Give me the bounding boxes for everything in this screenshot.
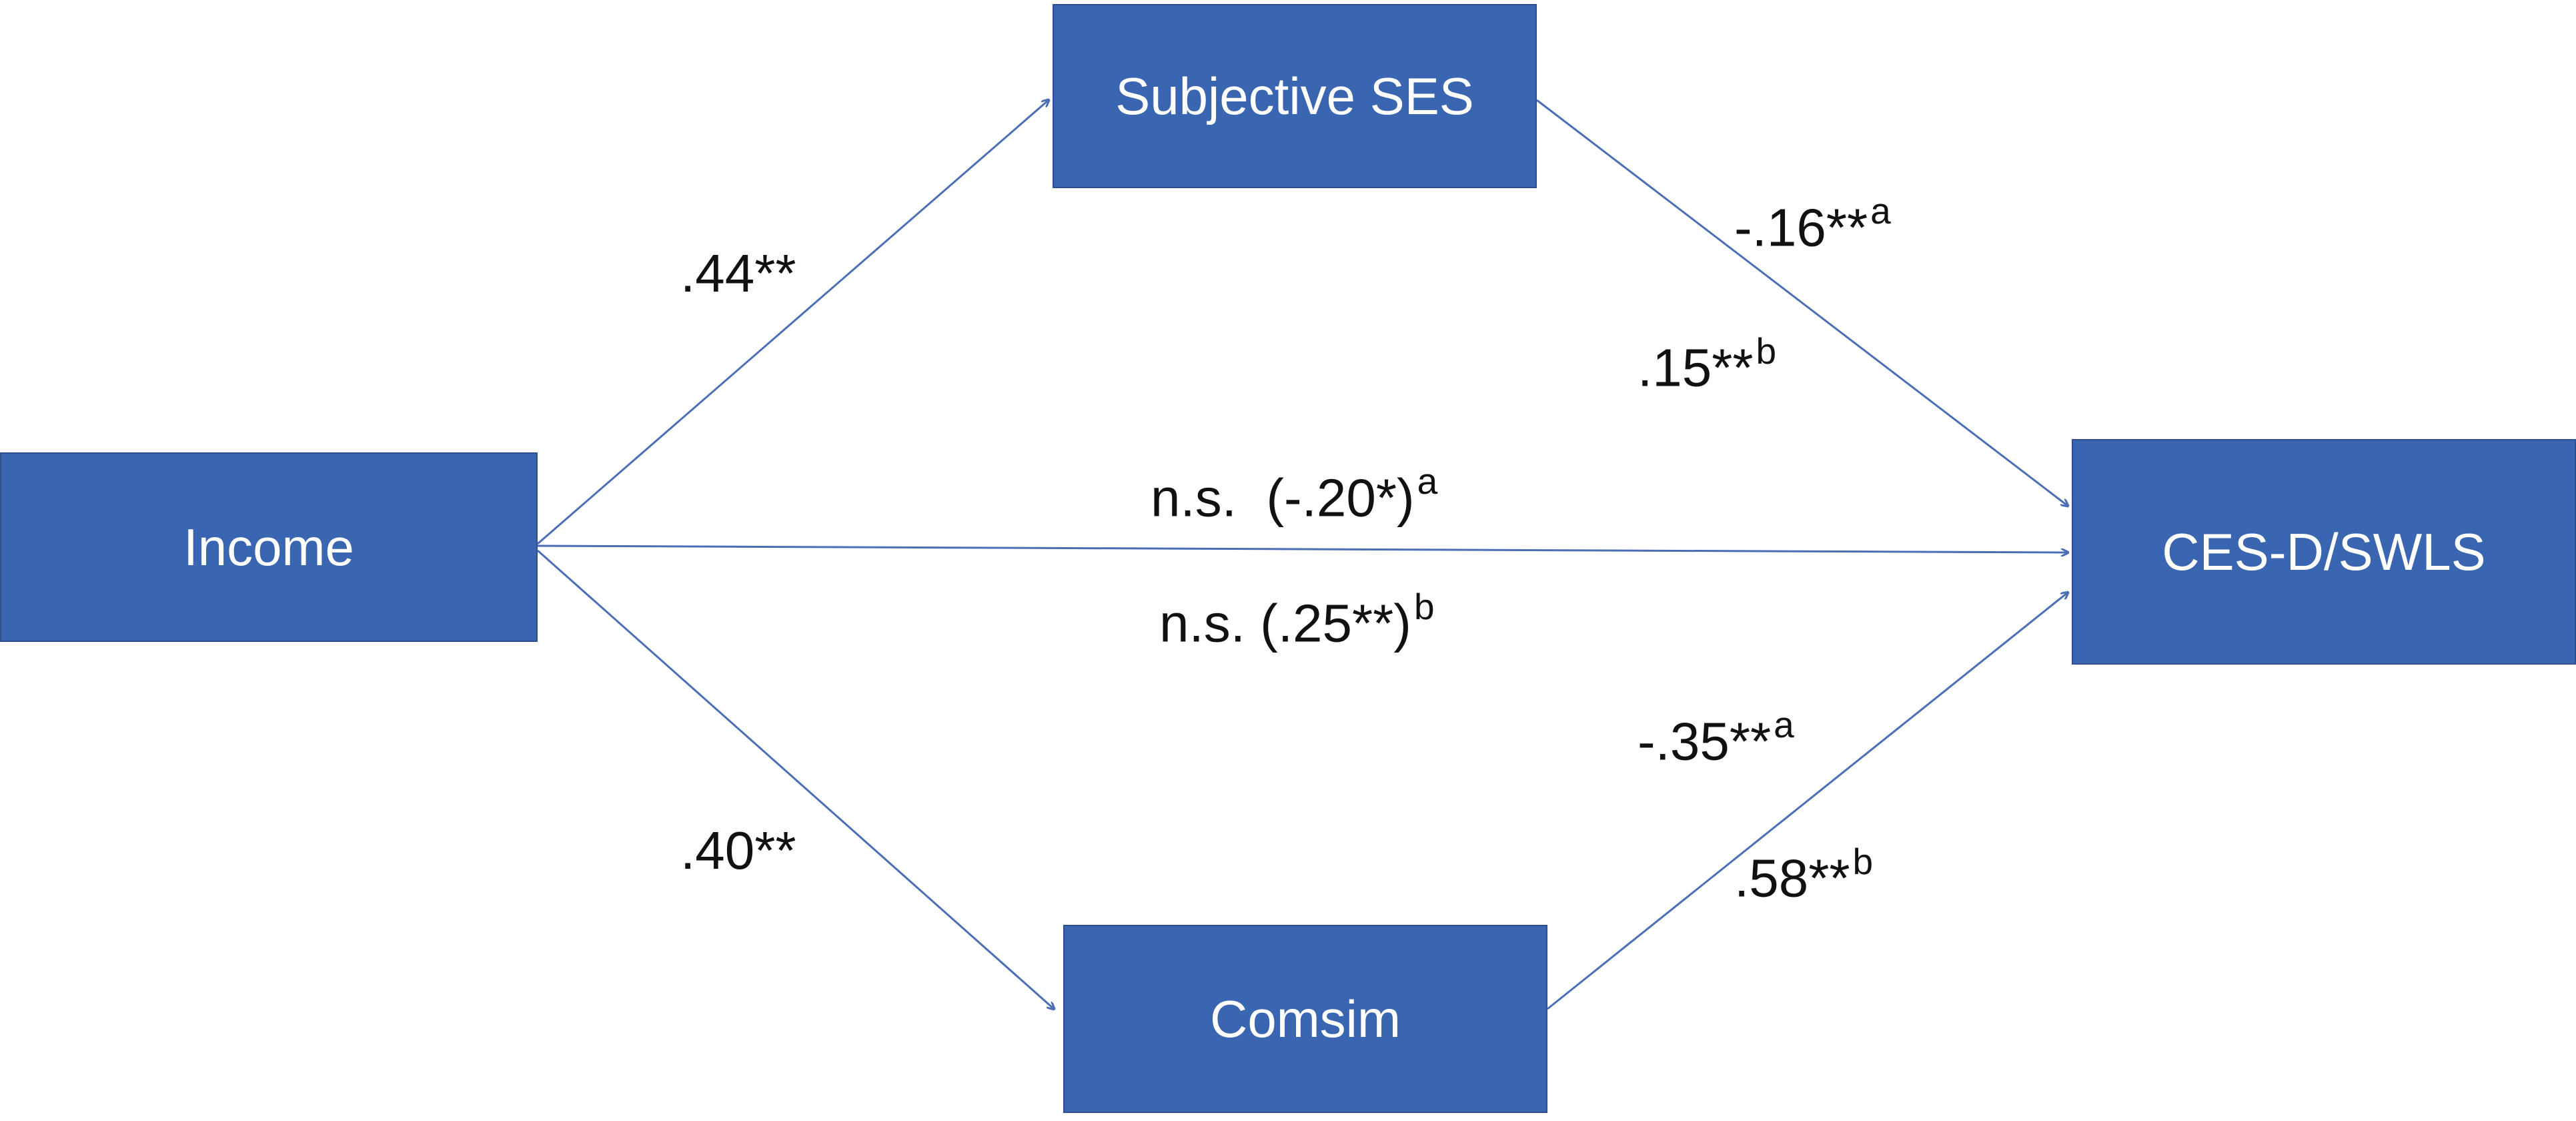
node-subjective-ses-label: Subjective SES <box>1115 66 1474 125</box>
coef-direct-a: n.s. (-.20*)a <box>1151 463 1437 528</box>
coef-direct-b: n.s. (.25**)b <box>1159 589 1435 653</box>
coef-ses-to-outcome-a-text: -.16** <box>1734 198 1868 258</box>
coef-income-to-ses: .44** <box>680 247 796 300</box>
coef-income-to-comsim-text: .40** <box>680 821 796 880</box>
coef-comsim-to-outcome-b: .58**b <box>1734 843 1873 908</box>
node-income-label: Income <box>183 517 354 577</box>
arrow-income-to-ses <box>537 100 1049 545</box>
coef-comsim-to-outcome-a-text: -.35** <box>1638 711 1772 771</box>
node-comsim-label: Comsim <box>1210 989 1401 1048</box>
coef-ses-to-outcome-b: .15**b <box>1638 333 1776 398</box>
arrow-comsim-to-outcome <box>1547 593 2068 1010</box>
coef-ses-to-outcome-b-sup: b <box>1756 330 1777 372</box>
coef-ses-to-outcome-b-text: .15** <box>1638 338 1754 398</box>
coef-direct-a-text: n.s. (-.20*) <box>1151 468 1415 528</box>
arrow-income-to-comsim <box>537 549 1054 1009</box>
node-subjective-ses: Subjective SES <box>1053 4 1537 188</box>
coef-comsim-to-outcome-a: -.35**a <box>1638 707 1794 771</box>
coef-direct-b-text: n.s. (.25**) <box>1159 593 1411 653</box>
coef-comsim-to-outcome-a-sup: a <box>1774 704 1794 745</box>
coef-income-to-comsim: .40** <box>680 824 796 877</box>
node-outcome: CES-D/SWLS <box>2072 439 2576 665</box>
node-income: Income <box>0 452 538 642</box>
coef-income-to-ses-text: .44** <box>680 244 796 303</box>
arrow-direct-income-to-outcome <box>537 544 2068 552</box>
node-outcome-label: CES-D/SWLS <box>2162 522 2486 581</box>
node-comsim: Comsim <box>1063 925 1547 1113</box>
coef-ses-to-outcome-a: -.16**a <box>1734 193 1891 258</box>
coef-ses-to-outcome-a-sup: a <box>1870 190 1891 232</box>
coef-direct-b-sup: b <box>1413 586 1435 627</box>
coef-direct-a-sup: a <box>1417 460 1438 502</box>
arrow-ses-to-outcome <box>1536 99 2068 506</box>
coef-comsim-to-outcome-b-text: .58** <box>1734 848 1850 908</box>
coef-comsim-to-outcome-b-sup: b <box>1852 841 1874 882</box>
